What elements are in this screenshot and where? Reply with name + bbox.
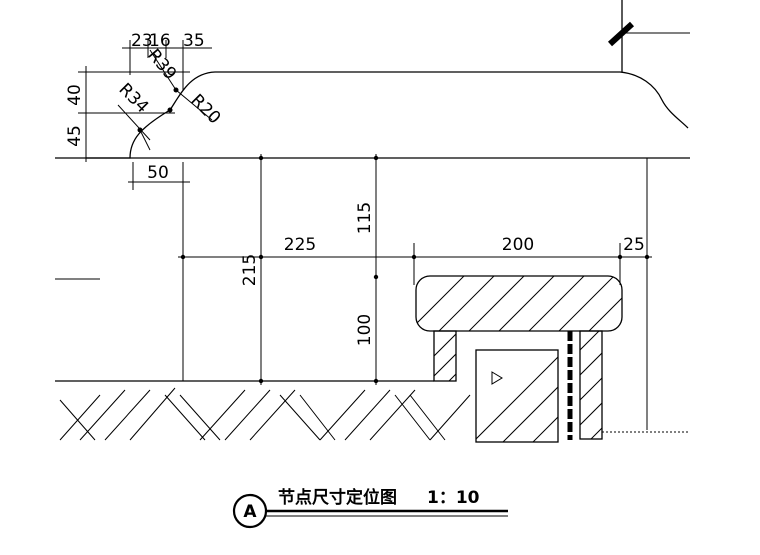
dimension-labels: 23 16 35 40 45 50 225 215 115 100 200 25…	[65, 31, 645, 346]
dim-200: 200	[502, 235, 534, 255]
upper-dimension-lines	[55, 40, 213, 190]
detail-marker-label: A	[243, 502, 257, 522]
break-mark	[607, 21, 635, 47]
dim-50: 50	[147, 163, 169, 183]
dim-35: 35	[183, 31, 205, 51]
bench-element	[415, 275, 690, 443]
dim-25: 25	[623, 235, 645, 255]
title-block: A 节点尺寸定位图 1：10	[232, 487, 508, 529]
radius-r34: R34	[115, 80, 153, 118]
dim-100: 100	[355, 314, 375, 346]
dim-225: 225	[284, 235, 316, 255]
drawing-scale: 1：10	[427, 488, 480, 508]
radius-r20: R20	[187, 91, 225, 129]
dim-215: 215	[240, 254, 260, 286]
dim-115: 115	[355, 202, 375, 234]
coping-profile	[55, 0, 690, 159]
dim-16: 16	[149, 31, 171, 51]
radius-r39: R39	[143, 46, 180, 84]
main-dimension-lines	[55, 154, 652, 430]
dim-45: 45	[65, 125, 85, 147]
drawing-title: 节点尺寸定位图	[278, 487, 397, 508]
ground-hatch	[55, 380, 471, 441]
dim-40: 40	[65, 84, 85, 106]
dim-23: 23	[131, 31, 153, 51]
